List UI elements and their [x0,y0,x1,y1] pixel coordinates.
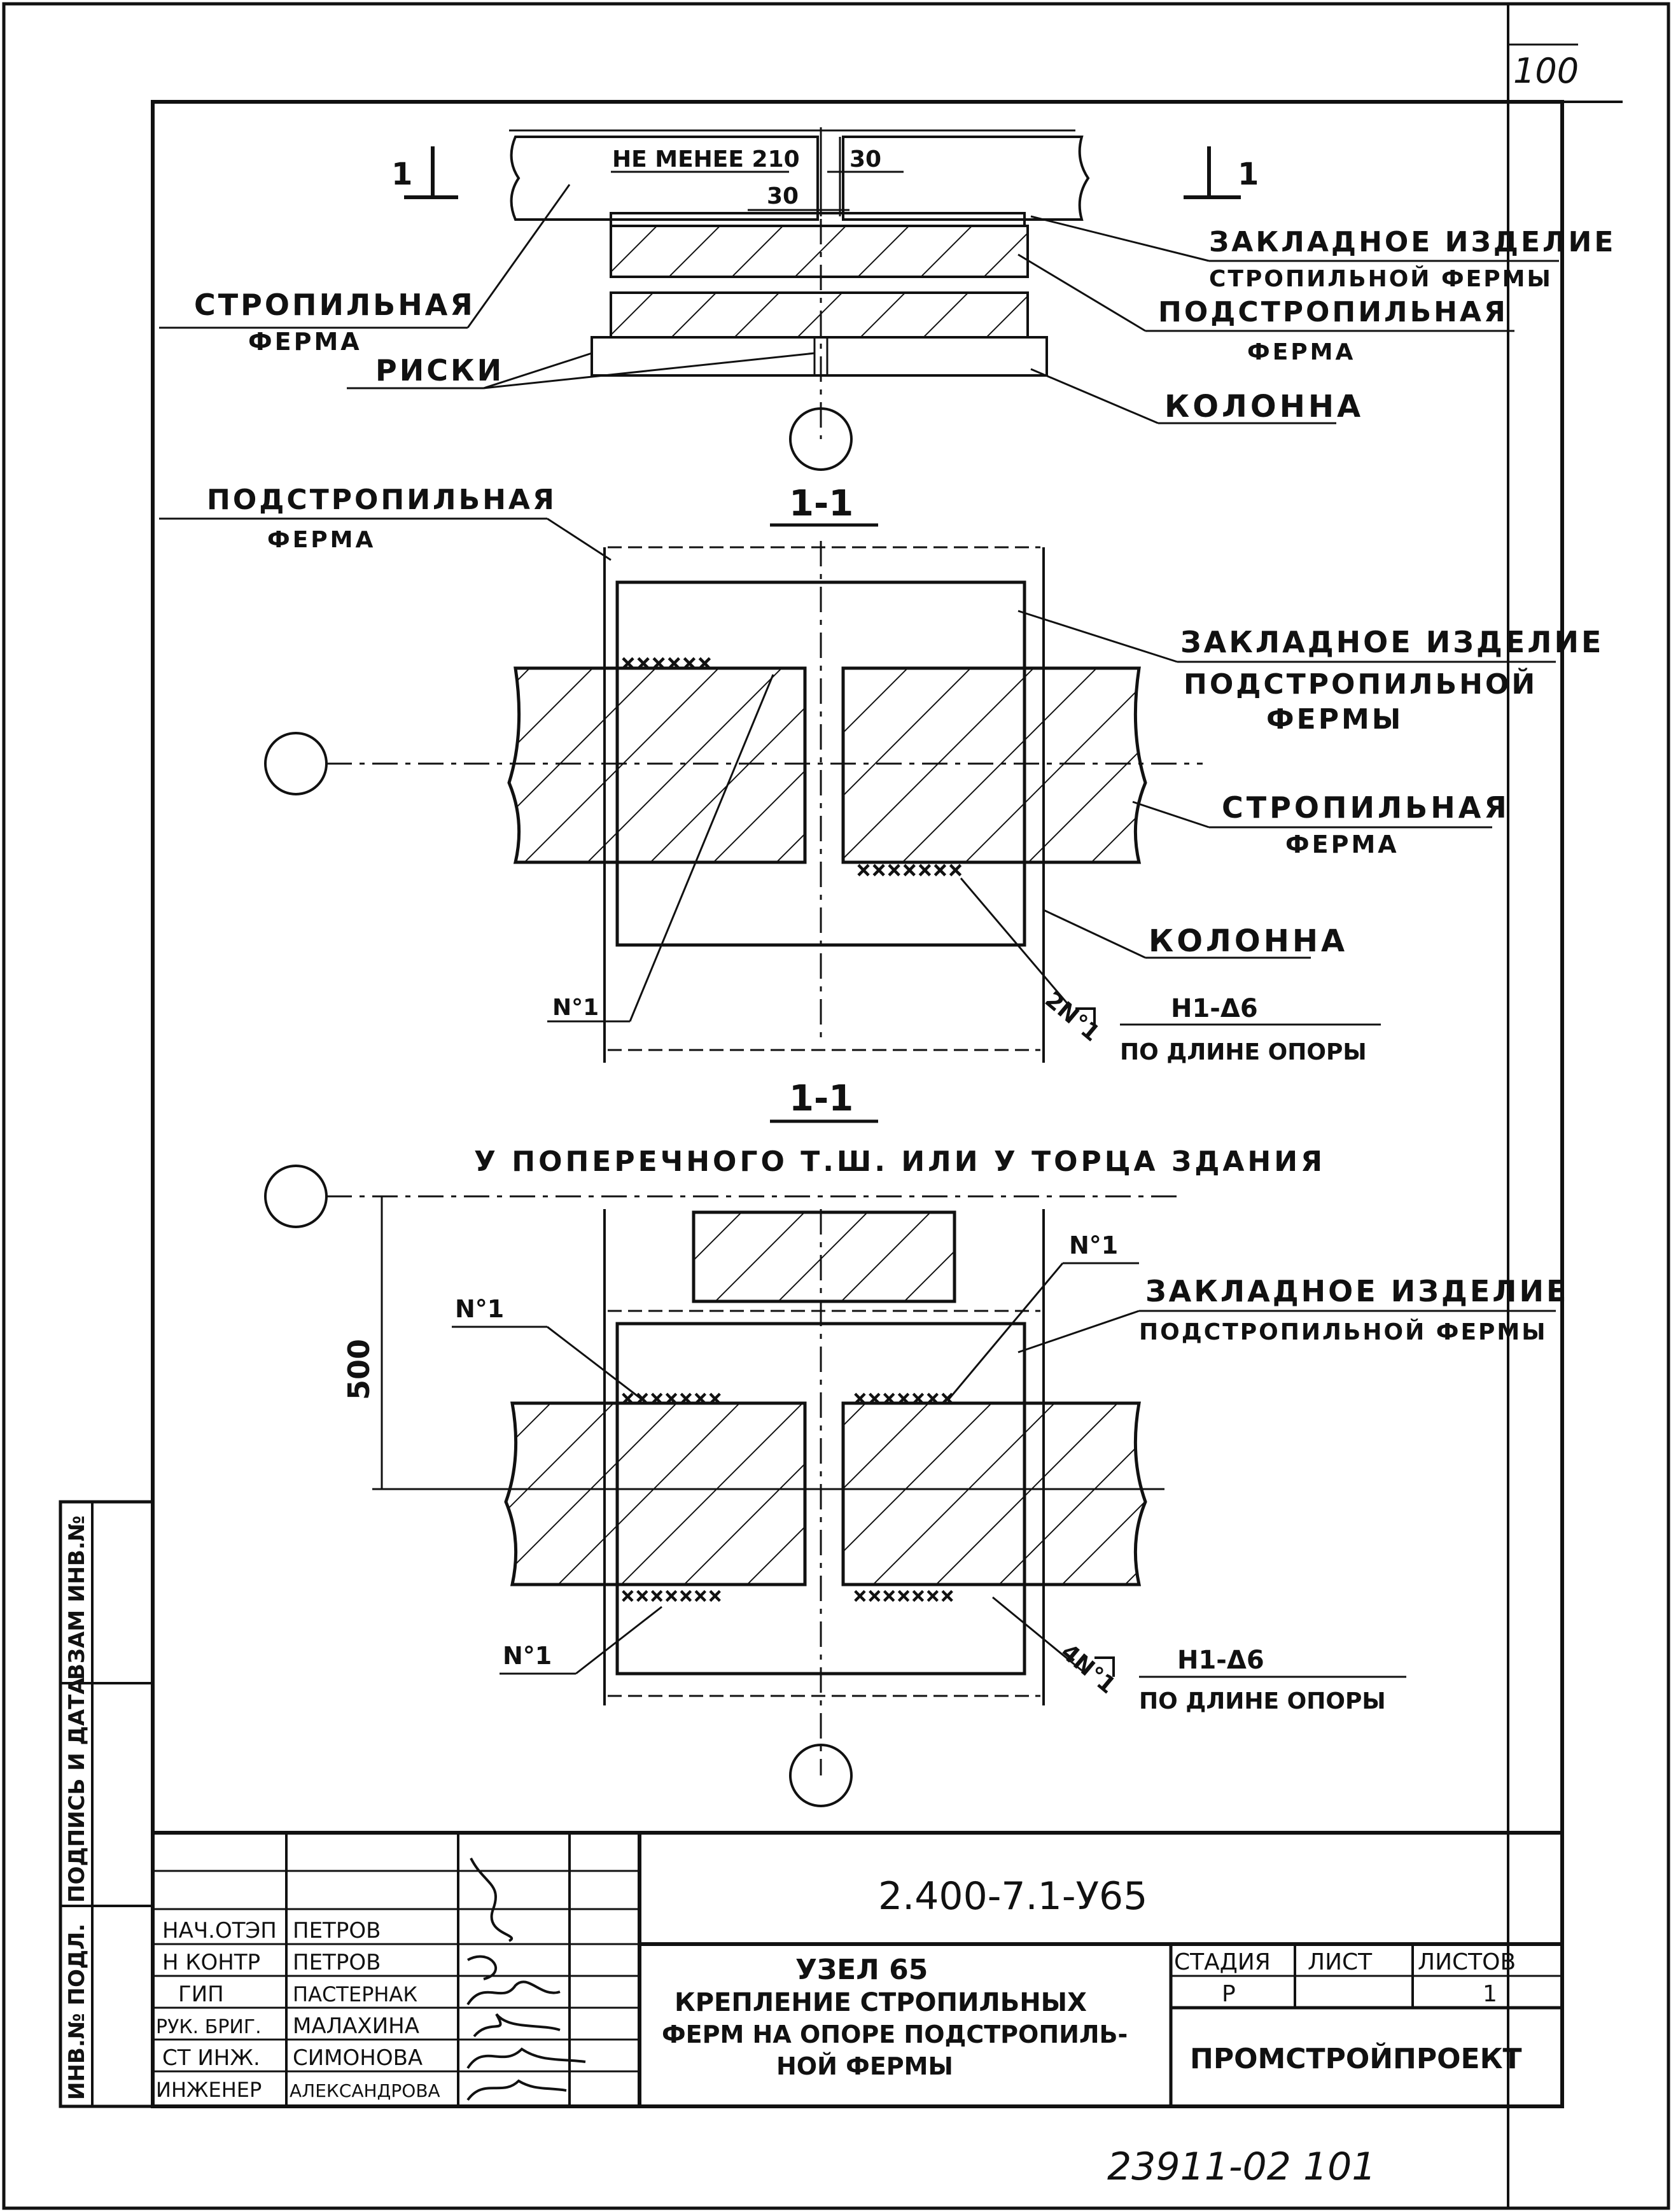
top-view: НЕ МЕНЕЕ 210 30 30 1 1 СТРОПИЛЬНАЯ ФЕРМА… [159,127,1616,471]
title-block: 2.400-7.1-У65 НАЧ.ОТЭП ПЕТРОВ Н КОНТР ПЕ… [151,1831,1564,2108]
weld-x-s2-bl: ××××××× [620,1581,722,1609]
label-subrafter-s1-1: ПОДСТРОПИЛЬНАЯ [207,484,557,516]
section-2-subtitle: У ПОПЕРЕЧНОГО Т.Ш. ИЛИ У ТОРЦА ЗДАНИЯ [474,1145,1325,1178]
weld-x-top: ×××××× [620,648,713,678]
side-cell-signature: ПОДПИСЬ И ДАТА [64,1677,90,1903]
dim-30-b: 30 [849,146,881,172]
label-subrafter-s1-2: ФЕРМА [267,527,375,553]
title-line-4: НОЙ ФЕРМЫ [776,2052,953,2080]
name-1: ПЕТРОВ [293,1950,381,1975]
weld-note-s2: ПО ДЛИНЕ ОПОРЫ [1139,1688,1386,1714]
weld-top-left-s2: N°1 [455,1295,504,1323]
sheet-number-box: 100 [1507,43,1579,102]
weld-x-s2-tl: ××××××× [620,1384,722,1412]
section-mark-left-label: 1 [391,157,412,192]
label-rafter-top-1: СТРОПИЛЬНАЯ [194,288,475,322]
weld-spec-s2: Н1-Δ6 [1177,1646,1264,1675]
side-cell-inventory: ИНВ.№ ПОДЛ. [64,1924,90,2100]
name-5: АЛЕКСАНДРОВА [290,2080,440,2101]
dim-30-a: 30 [767,183,799,209]
title-line-3: ФЕРМ НА ОПОРЕ ПОДСТРОПИЛЬ- [662,2020,1128,2048]
side-strip: ВЗАМ ИНВ.№ ПОДПИСЬ И ДАТА ИНВ.№ ПОДЛ. [59,1500,155,2108]
label-rafter-top-2: ФЕРМА [248,328,362,356]
title-line-2: КРЕПЛЕНИЕ СТРОПИЛЬНЫХ [675,1988,1087,2017]
weld-x-s2-tr: ××××××× [853,1384,954,1412]
label-column-top: КОЛОННА [1164,389,1364,424]
dim-min-210: НЕ МЕНЕЕ 210 [612,146,800,172]
weld-spec-s1: Н1-Δ6 [1171,994,1258,1023]
side-cell-replacement: ВЗАМ ИНВ.№ [64,1515,90,1680]
title-line-1: УЗЕЛ 65 [795,1954,928,1986]
sheet-number: 100 [1513,51,1579,91]
sheets-value: 1 [1483,1981,1497,2007]
axis-bubble-left-2 [264,1165,328,1228]
axis-bubble [789,407,853,471]
section-1-title: 1-1 [789,483,853,524]
axis-bubble-bottom [789,1744,853,1807]
weld-note-s1: ПО ДЛИНЕ ОПОРЫ [1120,1039,1367,1065]
label-embedded-s1-3: ФЕРМЫ [1266,703,1403,736]
axis-bubble-left [264,732,328,795]
role-1: Н КОНТР [162,1950,260,1975]
label-embedded-s2-2: ПОДСТРОПИЛЬНОЙ ФЕРМЫ [1139,1319,1548,1345]
name-4: СИМОНОВА [293,2045,423,2071]
section-1: 1-1 ×××××× ××××××× ПОДСТРОПИЛЬНАЯ ФЕРМА … [159,483,1604,1065]
section-2: 1-1 У ПОПЕРЕЧНОГО Т.Ш. ИЛИ У ТОРЦА ЗДАНИ… [264,1078,1569,1807]
stage-header: СТАДИЯ [1174,1949,1271,1975]
role-4: СТ ИНЖ. [162,2045,260,2071]
doc-code: 2.400-7.1-У65 [878,1874,1147,1919]
label-embedded-s1-1: ЗАКЛАДНОЕ ИЗДЕЛИЕ [1180,625,1604,659]
label-subrafter-top-2: ФЕРМА [1247,339,1355,365]
section-2-title: 1-1 [789,1078,853,1119]
label-column-s1: КОЛОННА [1149,923,1348,959]
weld-left-s1: N°1 [552,995,599,1021]
role-5: ИНЖЕНЕР [156,2078,262,2102]
stamp-number: 23911-02 101 [1107,2145,1376,2189]
signatures [466,1858,586,2101]
weld-top-right-s2: N°1 [1069,1231,1118,1259]
label-embedded-top-1: ЗАКЛАДНОЕ ИЗДЕЛИЕ [1209,226,1616,258]
weld-x-s2-br: ××××××× [853,1581,954,1609]
weld-bottom-left-s2: N°1 [503,1642,552,1670]
dim-500: 500 [342,1339,376,1400]
sheet-header: ЛИСТ [1308,1949,1373,1975]
weld-right-s2: 4N°1 [1056,1639,1121,1699]
name-0: ПЕТРОВ [293,1918,381,1943]
section-mark-right-label: 1 [1238,157,1259,192]
role-0: НАЧ.ОТЭП [162,1918,277,1943]
label-rafter-s1-2: ФЕРМА [1285,830,1399,858]
name-3: МАЛАХИНА [293,2013,419,2039]
name-2: ПАСТЕРНАК [293,1982,417,2006]
stage-value: Р [1222,1981,1236,2007]
weld-x-bottom: ××××××× [856,855,963,885]
label-rafter-s1-1: СТРОПИЛЬНАЯ [1222,790,1510,825]
label-embedded-s1-2: ПОДСТРОПИЛЬНОЙ [1184,667,1537,701]
label-embedded-top-2: СТРОПИЛЬНОЙ ФЕРМЫ [1209,265,1553,292]
label-embedded-s2-1: ЗАКЛАДНОЕ ИЗДЕЛИЕ [1145,1274,1569,1308]
organization: ПРОМСТРОЙПРОЕКТ [1190,2041,1522,2075]
label-subrafter-top-1: ПОДСТРОПИЛЬНАЯ [1158,296,1508,328]
sheets-header: ЛИСТОВ [1418,1949,1516,1975]
role-3: РУК. БРИГ. [156,2016,262,2038]
role-2: ГИП [178,1982,224,2007]
label-marks: РИСКИ [375,353,504,388]
